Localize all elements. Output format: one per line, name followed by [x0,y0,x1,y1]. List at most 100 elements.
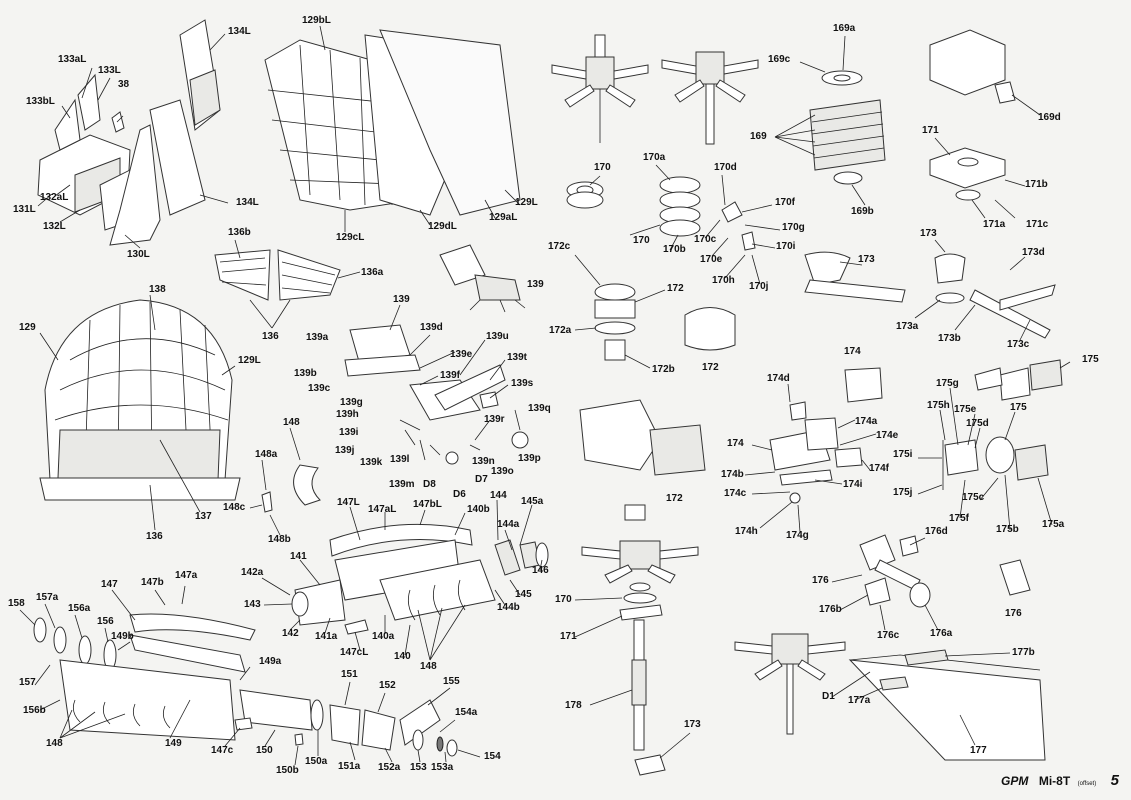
part-label-156a: 156a [68,603,91,614]
part-label-170b: 170b [663,244,686,255]
part-label-173c: 173c [1007,339,1030,350]
part-label-175f: 175f [949,513,970,524]
part-label-174g: 174g [786,530,809,541]
gearbox-parts [579,367,883,504]
tail-gearbox-175 [942,359,1063,490]
part-label-157: 157 [19,677,36,688]
part-label-148b: 148b [268,534,291,545]
panels-136 [214,249,341,301]
part-label-174d: 174d [767,373,790,384]
part-label-147cL: 147cL [340,647,369,658]
part-label-170f: 170f [775,197,796,208]
part-label-129bL: 129bL [302,15,331,26]
part-label-169a: 169a [833,23,856,34]
part-label-176c: 176c [877,630,900,641]
leader-lines-173 [839,239,1031,341]
part-label-177: 177 [970,745,987,756]
part-label-170: 170 [555,594,572,605]
part-label-177b: 177b [1012,647,1035,658]
part-label-169c: 169c [768,54,791,65]
part-label-174b: 174b [721,469,744,480]
part-label-139i: 139i [339,427,359,438]
part-label-132aL: 132aL [40,192,69,203]
part-label-142: 142 [282,628,299,639]
part-label-173: 173 [684,719,701,730]
part-label-147a: 147a [175,570,198,581]
leader-lines-174 [744,383,877,533]
leader-lines-170 [589,164,781,285]
part-label-129L: 129L [238,355,261,366]
part-label-139l: 139l [390,454,410,465]
part-label-147L: 147L [337,497,360,508]
leader-lines-nose [39,294,236,531]
part-label-170a: 170a [643,152,666,163]
part-label-139o: 139o [491,466,514,477]
hub-discs-169 [809,29,1016,185]
part-label-133aL: 133aL [58,54,87,65]
part-label-176: 176 [1005,608,1022,619]
part-label-144b: 144b [497,602,520,613]
part-label-142a: 142a [241,567,264,578]
part-label-139s: 139s [511,378,534,389]
part-label-139k: 139k [360,457,383,468]
part-label-139u: 139u [486,331,509,342]
part-label-174i: 174i [843,479,863,490]
part-label-172: 172 [702,362,719,373]
part-label-139f: 139f [440,370,461,381]
part-label-175e: 175e [954,404,977,415]
part-label-139j: 139j [335,445,355,456]
part-label-152: 152 [379,680,396,691]
part-label-175g: 175g [936,378,959,389]
part-label-141a: 141a [315,631,338,642]
leader-lines-136 [234,239,361,329]
part-label-169d: 169d [1038,112,1061,123]
part-label-170h: 170h [712,275,735,286]
part-label-150b: 150b [276,765,299,776]
part-label-175: 175 [1082,354,1099,365]
part-label-145a: 145a [521,496,544,507]
part-label-139n: 139n [472,456,495,467]
part-label-131L: 131L [13,204,36,215]
part-label-174: 174 [844,346,861,357]
part-label-139b: 139b [294,368,317,379]
part-label-149: 149 [165,738,182,749]
part-label-D1: D1 [822,691,835,702]
leader-lines-139 [389,304,521,441]
part-label-170: 170 [594,162,611,173]
swashplate-171 [929,147,1006,201]
leader-lines-171 [934,137,1026,219]
part-label-147aL: 147aL [368,504,397,515]
part-label-138: 138 [149,284,166,295]
page-footer: GPM Mi-8T (offset) 5 [1001,772,1119,790]
part-label-38: 38 [118,79,130,90]
part-label-175h: 175h [927,400,950,411]
part-label-D7: D7 [475,474,488,485]
part-label-178: 178 [565,700,582,711]
part-label-134L: 134L [228,26,251,37]
part-label-170c: 170c [694,234,717,245]
part-label-174f: 174f [869,463,890,474]
part-label-177a: 177a [848,695,871,706]
part-label-172: 172 [666,493,683,504]
part-label-141: 141 [290,551,307,562]
leader-lines-175 [917,361,1071,531]
part-label-154: 154 [484,751,501,762]
part-label-139p: 139p [518,453,541,464]
leader-lines-cockpit [37,33,229,249]
part-label-129: 129 [19,322,36,333]
part-label-172: 172 [667,283,684,294]
part-label-132L: 132L [43,221,66,232]
part-label-139t: 139t [507,352,528,363]
part-label-148a: 148a [255,449,278,460]
part-label-176: 176 [812,575,829,586]
part-label-173: 173 [858,254,875,265]
part-label-169: 169 [750,131,767,142]
part-label-152a: 152a [378,762,401,773]
part-label-169b: 169b [851,206,874,217]
part-label-139: 139 [393,294,410,305]
part-label-153a: 153a [431,762,454,773]
tail-boom-parts [33,613,458,757]
model-name: Mi-8T [1038,774,1071,788]
part-label-148c: 148c [223,502,246,513]
